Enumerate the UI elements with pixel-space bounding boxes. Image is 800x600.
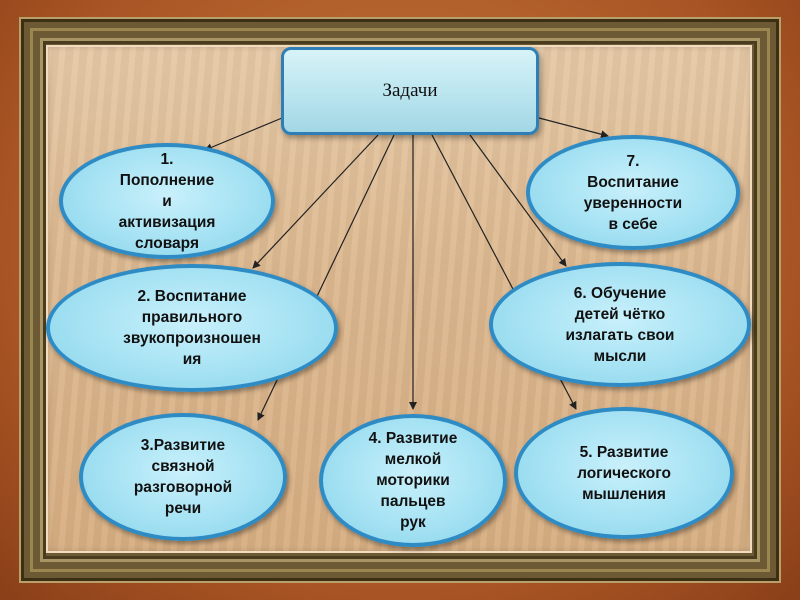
task-4-line: моторики bbox=[376, 472, 450, 489]
task-2-line: 2. Воспитание bbox=[137, 288, 247, 305]
task-4-line: пальцев bbox=[380, 493, 446, 510]
task-1-line: активизация bbox=[118, 213, 216, 231]
task-2-line: звукопроизношен bbox=[123, 330, 261, 347]
task-4-line: мелкой bbox=[384, 451, 442, 468]
task-5-line: мышления bbox=[582, 485, 666, 503]
task-node-3: 3.Развитие связной разговорной речи bbox=[79, 413, 287, 541]
task-3-line: связной bbox=[151, 458, 215, 475]
root-box-tasks: Задачи bbox=[281, 47, 539, 135]
task-node-4: 4. Развитие мелкой моторики пальцев рук bbox=[319, 414, 507, 547]
task-node-1: 1. Пополнение и активизация словаря bbox=[59, 143, 275, 259]
task-node-6: 6. Обучение детей чётко излагать свои мы… bbox=[489, 262, 751, 387]
task-node-2: 2. Воспитание правильного звукопроизноше… bbox=[46, 264, 338, 392]
task-7-line: Воспитание bbox=[587, 173, 679, 191]
task-4-line: 4. Развитие bbox=[368, 430, 458, 447]
task-7-line: 7. bbox=[626, 152, 640, 170]
task-5-line: логического bbox=[577, 464, 671, 482]
task-1-line: словаря bbox=[135, 234, 199, 252]
task-node-7: 7. Воспитание уверенности в себе bbox=[526, 135, 740, 250]
task-2-line: ия bbox=[182, 351, 202, 368]
task-node-5: 5. Развитие логического мышления bbox=[514, 407, 734, 539]
task-1-line: Пополнение bbox=[119, 171, 215, 189]
task-7-line: в себе bbox=[608, 215, 658, 233]
task-4-line: рук bbox=[400, 514, 426, 531]
task-6-line: излагать свои bbox=[565, 326, 675, 344]
task-3-line: разговорной bbox=[133, 479, 233, 496]
task-7-line: уверенности bbox=[583, 194, 683, 212]
task-2-line: правильного bbox=[141, 309, 243, 326]
task-5-line: 5. Развитие bbox=[579, 443, 669, 461]
task-6-line: детей чётко bbox=[574, 305, 666, 323]
task-1-line: 1. bbox=[160, 150, 174, 168]
task-3-line: 3.Развитие bbox=[140, 437, 226, 454]
task-6-line: 6. Обучение bbox=[573, 284, 667, 302]
task-6-line: мысли bbox=[593, 347, 647, 365]
task-3-line: речи bbox=[164, 500, 202, 517]
root-label: Задачи bbox=[382, 80, 438, 101]
task-1-line: и bbox=[162, 192, 172, 210]
